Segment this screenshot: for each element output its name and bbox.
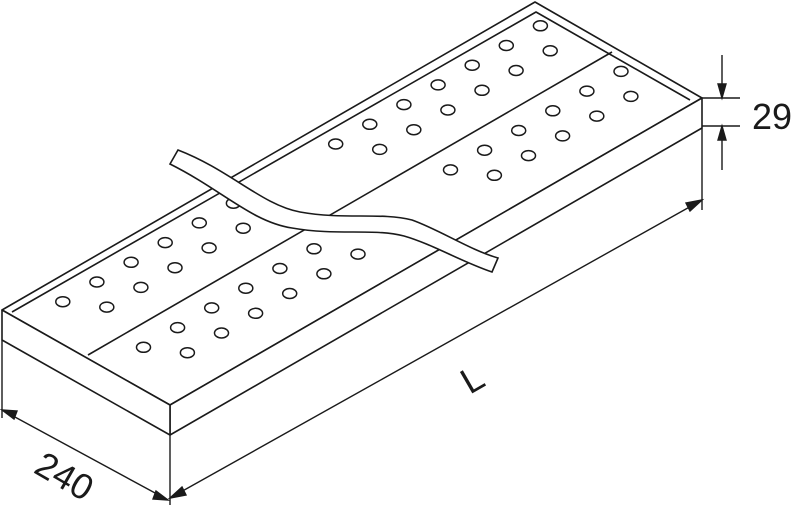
length-label: L [453,356,491,402]
length-arrowhead-right [684,198,705,213]
perforation-hole [442,164,459,176]
perforation-hole [545,105,561,117]
perforation-hole [440,104,456,116]
perforation-hole [464,59,480,71]
thickness-arrowhead-bottom [717,123,727,141]
perforation-hole [306,243,322,255]
break-line-band [168,149,500,273]
perforation-hole [191,217,208,229]
perforation-hole [123,256,139,269]
perforation-hole [135,341,152,354]
perforation-hole [430,79,446,91]
perforation-hole [474,84,490,97]
perforation-hole [554,130,571,142]
width-arrowhead-right [152,489,171,501]
perforation-hole [157,236,173,249]
perforation-hole [169,321,186,334]
perforation-hole [167,261,183,274]
perforation-hole [55,295,71,308]
perforation-hole [520,149,537,162]
perforation-hole [99,301,115,313]
perforation-hole [579,85,595,97]
perforation-hole [89,276,105,288]
perforation-hole [476,144,493,156]
perforation-hole [396,98,412,111]
perforation-hole [532,20,549,32]
perforation-hole [406,123,422,136]
perforation-hole [486,169,503,182]
perforation-hole [613,65,629,78]
length-dimension-line [169,199,703,499]
perforation-hole [589,110,605,122]
perforation-hole [327,138,344,150]
perforation-hole [508,64,524,77]
width-arrowhead-left [0,409,18,421]
width-dimension-line [1,409,169,501]
perforation-hole [213,327,230,339]
width-label: 240 [28,443,101,509]
perforation-hole [179,346,196,359]
perforation-hole [362,118,378,131]
perforation-holes [55,20,639,359]
perforation-hole [272,262,288,275]
plank-top-rim [11,11,691,313]
perforation-hole [238,282,254,294]
perforation-hole [498,39,515,52]
perforation-hole [542,45,558,57]
perforation-hole [235,222,251,234]
perforation-hole [623,90,639,103]
plank-center-groove [87,51,613,356]
perforation-hole [201,242,217,254]
thickness-label: 29 [752,96,792,137]
perforation-hole [350,248,366,260]
length-arrowhead-left [167,485,188,500]
perforation-hole [247,307,264,320]
perforation-hole [510,124,527,137]
perforation-hole [133,281,149,294]
thickness-arrowhead-top [717,83,727,101]
perforation-hole [316,268,332,280]
perforation-hole [281,287,298,300]
perforation-hole [371,143,388,156]
perforation-hole [203,302,220,314]
